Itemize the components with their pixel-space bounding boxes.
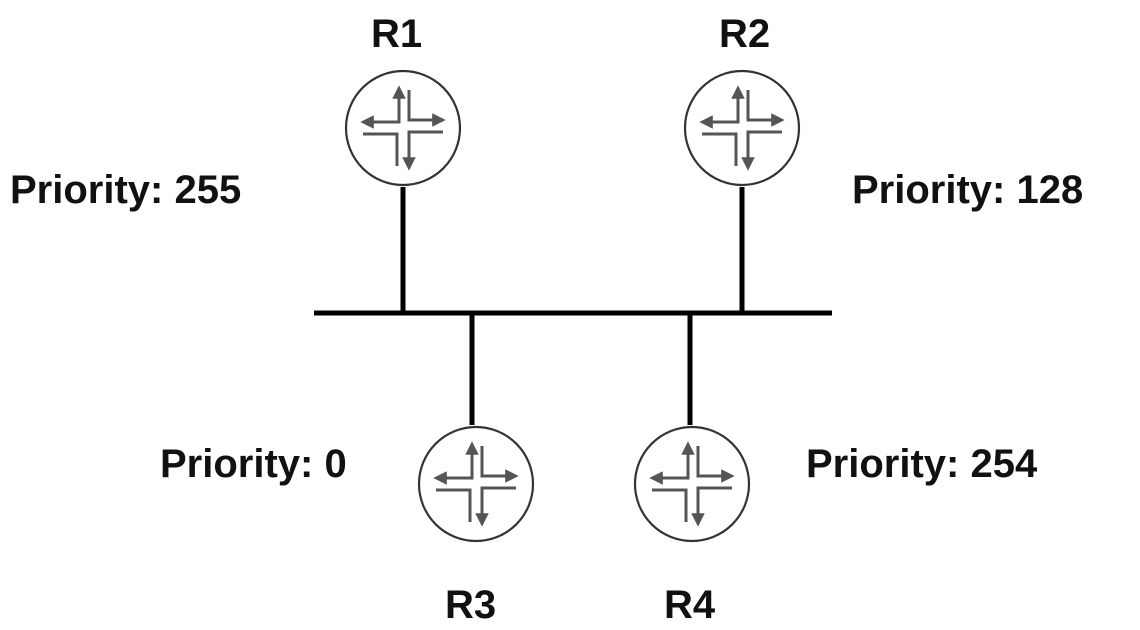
priority-label-r1: Priority: 255 — [10, 168, 242, 212]
priority-label-r2: Priority: 128 — [852, 168, 1084, 212]
priority-label-r3: Priority: 0 — [160, 442, 347, 486]
router-label-r1: R1 — [371, 12, 423, 56]
router-label-r4: R4 — [664, 583, 716, 627]
router-label-r3: R3 — [445, 583, 497, 627]
priority-label-r4: Priority: 254 — [806, 442, 1038, 486]
router-icon-r4 — [635, 427, 749, 541]
router-icon-r2 — [685, 71, 799, 185]
router-icon-r3 — [419, 427, 533, 541]
router-label-r2: R2 — [719, 12, 771, 56]
router-icon-r1 — [346, 71, 460, 185]
